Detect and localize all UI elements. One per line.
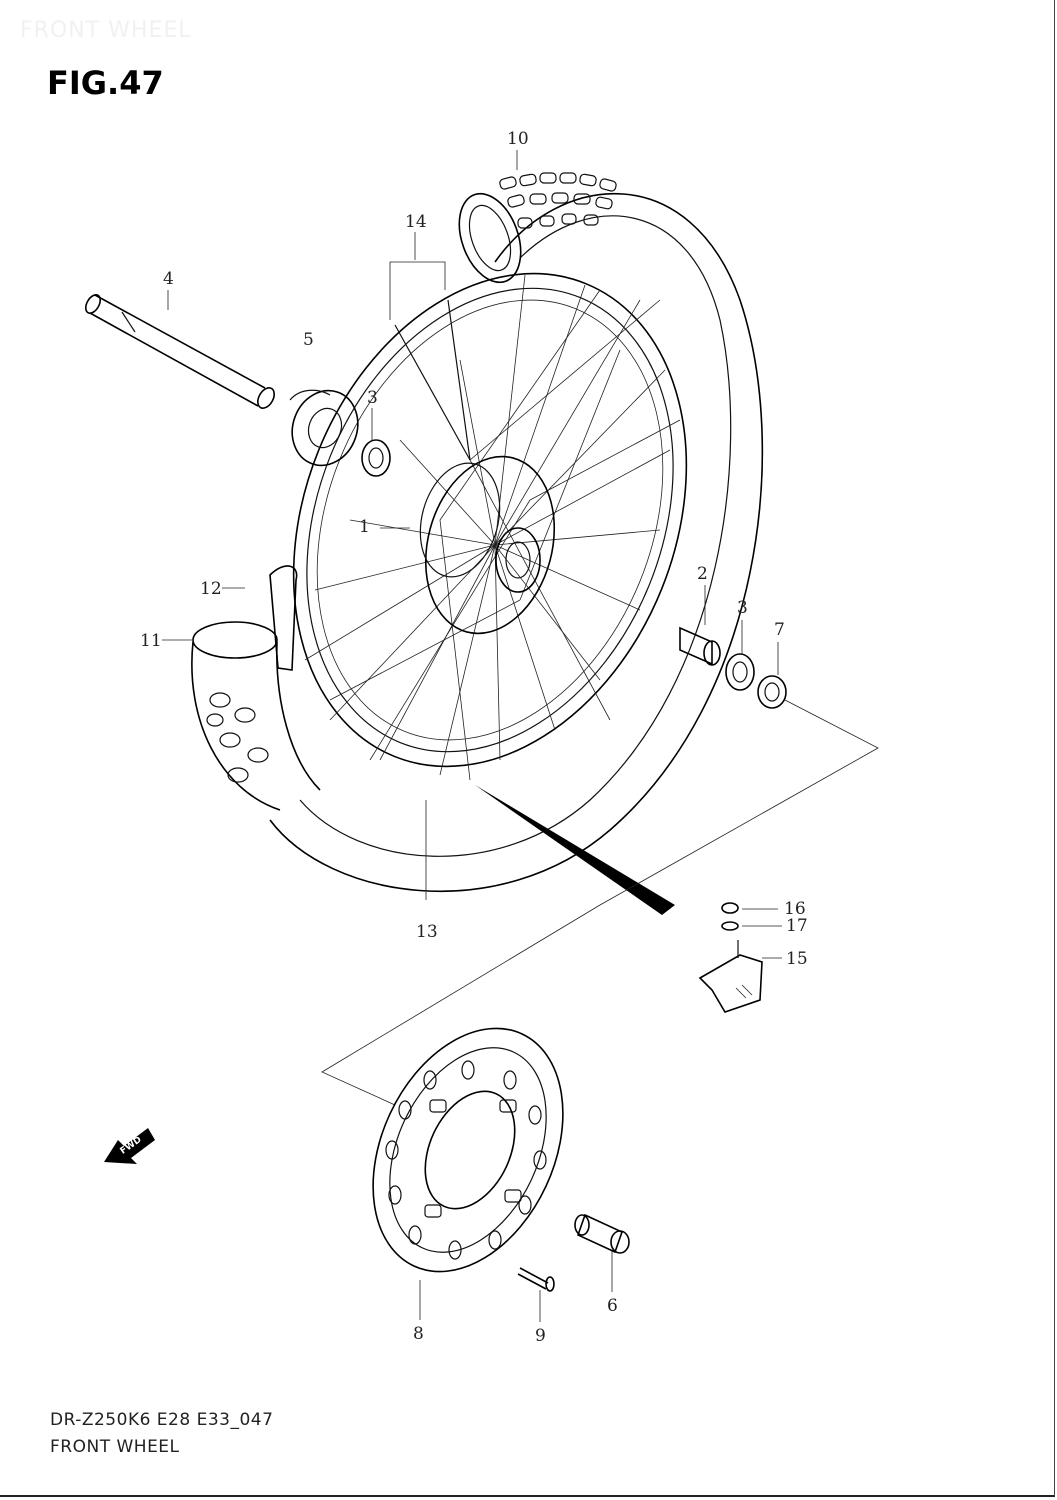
- footer-code: DR-Z250K6 E28 E33_047: [50, 1410, 274, 1430]
- callout-8: 8: [413, 1324, 424, 1344]
- callout-3-left: 3: [367, 388, 378, 408]
- rim-band: [269, 565, 298, 671]
- callout-10: 10: [507, 129, 529, 149]
- callout-6: 6: [607, 1296, 618, 1316]
- disc-spacer: [574, 1213, 630, 1254]
- callout-1: 1: [359, 517, 370, 537]
- header-watermark: FRONT WHEEL: [20, 18, 192, 43]
- tube: [191, 621, 321, 811]
- fwd-arrow-icon: FWD: [104, 1128, 155, 1164]
- bearing-left: [361, 439, 391, 477]
- callout-3-right: 3: [737, 598, 748, 618]
- rim-lock-washer: [721, 921, 739, 931]
- callout-15: 15: [786, 949, 808, 969]
- hub: [419, 455, 556, 635]
- callout-13: 13: [416, 922, 438, 942]
- callout-14: 14: [405, 212, 427, 232]
- spacer: [679, 626, 721, 666]
- spokes: [304, 274, 681, 781]
- callout-2: 2: [697, 564, 708, 584]
- collar: [289, 389, 359, 467]
- pointer-wedge: [475, 785, 675, 915]
- tyre-tread-knobs: [499, 172, 617, 229]
- callout-4: 4: [163, 269, 174, 289]
- oil-seal: [757, 675, 787, 709]
- figure-title: FIG.47: [47, 64, 164, 102]
- axle: [84, 294, 275, 409]
- spoke-bracket: [389, 261, 471, 461]
- tyre: [269, 172, 764, 892]
- callout-12: 12: [200, 579, 222, 599]
- callout-7: 7: [774, 620, 785, 640]
- callout-9: 9: [535, 1326, 546, 1346]
- footer-caption: FRONT WHEEL: [50, 1437, 180, 1457]
- callout-16: 16: [784, 899, 806, 919]
- rim-lock-nut: [721, 902, 739, 914]
- disc-bolt: [517, 1267, 555, 1292]
- leader-lines: [162, 150, 782, 1322]
- callout-17: 17: [786, 916, 808, 936]
- assembly-lines: [321, 699, 879, 1106]
- rim-lock: [698, 940, 763, 1013]
- callout-5: 5: [303, 330, 314, 350]
- brake-disc: [372, 1027, 564, 1273]
- bearing-right: [725, 653, 755, 691]
- callout-11: 11: [140, 631, 162, 651]
